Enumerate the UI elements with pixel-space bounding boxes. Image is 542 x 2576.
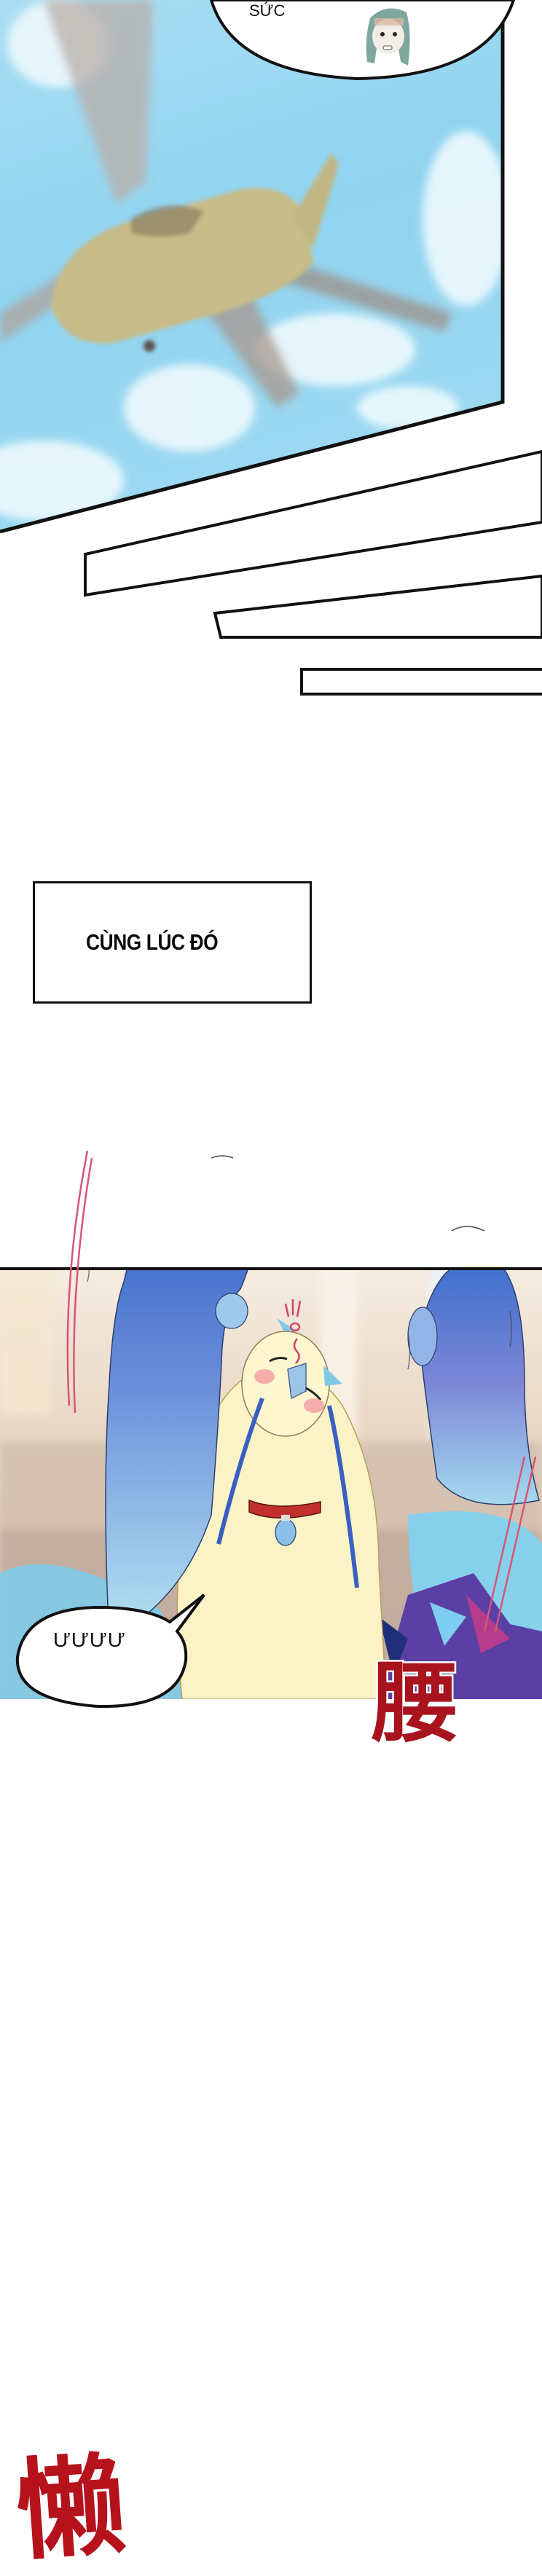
bottom-panel: 懒 腰 [0,1136,542,2576]
caption-text: CÙNG LÚC ĐÓ [86,929,219,955]
transition-stripes [84,449,542,696]
caption-box: CÙNG LÚC ĐÓ [33,881,312,1004]
surprise-mark-icon [284,1299,302,1364]
top-panel: SỨC [0,0,542,554]
speech-bubble-bottom-text: ƯƯƯƯ [53,1628,126,1651]
character-face-icon [366,8,410,66]
helicopter-scene [0,0,505,534]
sfx-text-left: 懒 [10,2440,132,2576]
collar-icon [248,1499,321,1546]
sfx-text-right: 腰 [370,1653,461,1754]
speech-bubble-top [209,0,516,81]
speech-bubble-top-text: SỨC [249,1,286,20]
